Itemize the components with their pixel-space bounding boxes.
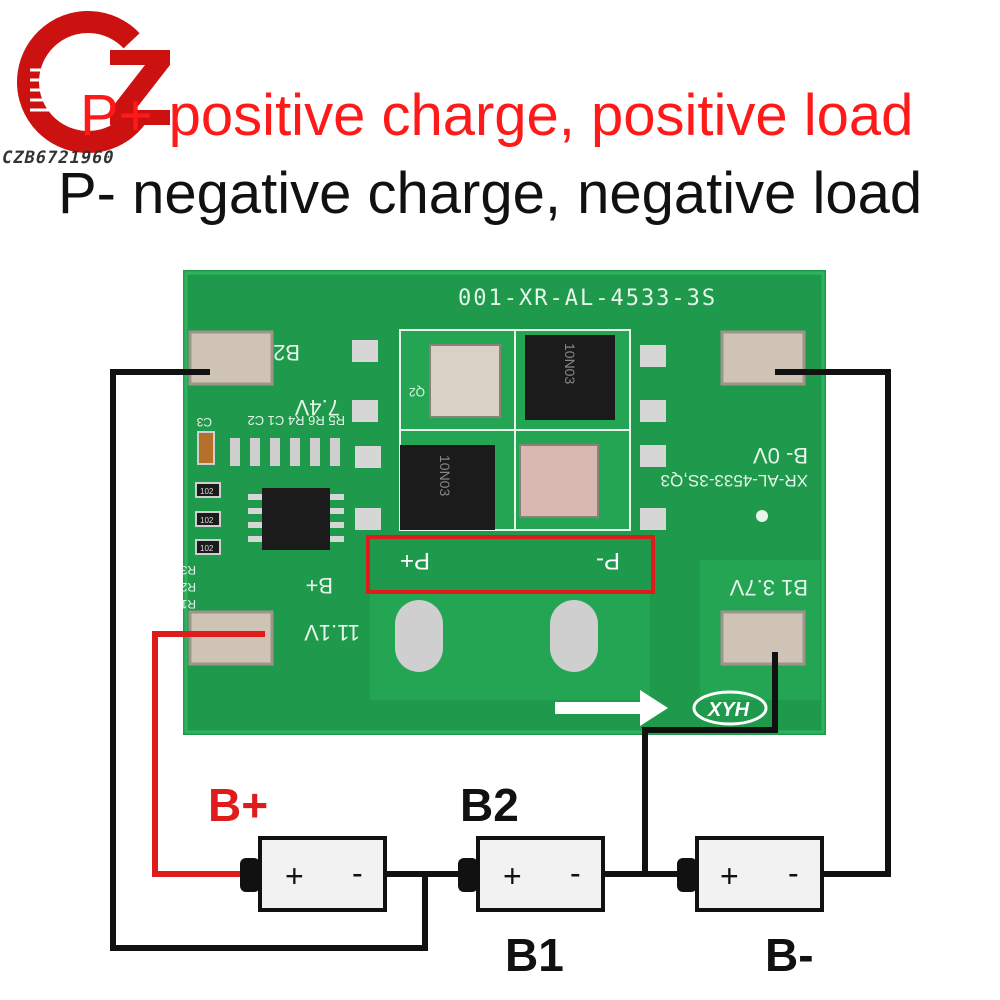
silk-b2: B2 [273, 340, 300, 365]
logo-icon [17, 11, 170, 153]
silk-r3: R3 [180, 563, 196, 577]
label-bplus: B+ [208, 779, 269, 831]
battery-2-minus: - [570, 855, 581, 891]
header-line-positive: P+ positive charge, positive load [80, 83, 914, 148]
battery-1: + - [240, 836, 387, 912]
wire-bplus [152, 631, 265, 877]
header-line-negative: P- negative charge, negative load [58, 161, 923, 226]
silk-b1: B1 3.7V [729, 575, 808, 600]
silk-c3: C3 [196, 415, 212, 429]
mosfet-q2 [400, 445, 495, 530]
wire-bminus [775, 369, 891, 877]
p-terminals-highlight [366, 535, 655, 594]
pad-pplus-oval [395, 600, 443, 672]
silk-pplus: P+ [400, 547, 430, 574]
pad-bminus [720, 330, 806, 386]
label-b1: B1 [505, 929, 564, 981]
battery-1-minus: - [352, 855, 363, 891]
silk-b2-voltage: 7.4V [294, 395, 340, 420]
brand-logo [10, 10, 200, 180]
mosfet-q1 [525, 335, 615, 420]
silk-bplus-voltage: 11.1V [304, 620, 360, 645]
ic-chip [262, 488, 330, 550]
battery-3: + - [677, 836, 824, 912]
brand-xyh: XYH [707, 699, 750, 721]
pad-pminus-oval [550, 600, 598, 672]
brand-oval [692, 690, 768, 726]
mosfet-q2-text: 10N03 [437, 455, 453, 496]
pad-b1 [720, 610, 806, 666]
label-b2: B2 [460, 779, 519, 831]
mosfet-q2-top-pad [429, 344, 501, 418]
battery-3-minus: - [788, 855, 799, 891]
battery-1-plus: + [285, 858, 304, 894]
battery-2-plus: + [503, 858, 522, 894]
pad-b2 [188, 330, 274, 386]
board-model: 001-XR-AL-4533-3S [458, 286, 717, 311]
resistor-code-2: 102 [200, 516, 214, 525]
arrow-icon [555, 690, 668, 726]
silk-bplus: B+ [305, 573, 333, 598]
silk-pminus: P- [596, 547, 620, 574]
battery-3-plus: + [720, 858, 739, 894]
pad-bplus [188, 610, 274, 666]
silk-bminus: B- 0V [753, 443, 808, 468]
resistor-code-1: 102 [200, 487, 214, 496]
label-bminus: B- [765, 929, 814, 981]
silk-side-text: XR-AL-4533-3S,Q3 [661, 471, 808, 490]
silk-r2: R2 [180, 580, 196, 594]
silk-resistors: R5 R6 R4 C1 C2 [247, 413, 345, 428]
capacitor-c3 [197, 431, 215, 465]
mosfet-q3-pad [519, 444, 599, 518]
silk-q2: Q2 [409, 385, 425, 399]
silk-r1: R1 [180, 597, 196, 611]
resistor-code-3: 102 [200, 544, 214, 553]
battery-2: + - [458, 836, 605, 912]
mosfet-q1-text: 10N03 [562, 343, 578, 384]
